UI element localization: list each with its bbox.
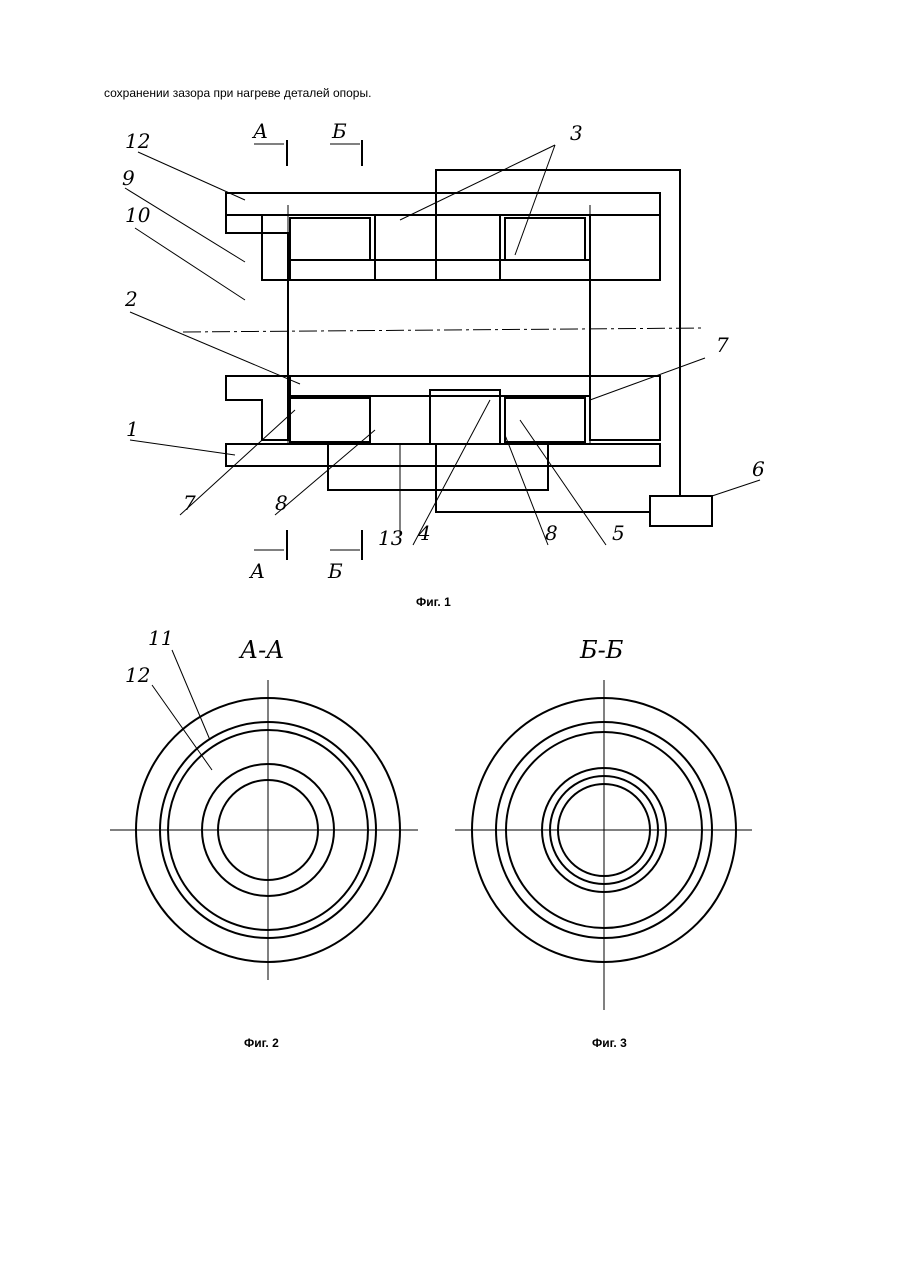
label-12: 12	[125, 129, 150, 153]
label-12-fig2: 12	[125, 663, 150, 687]
label-9: 9	[122, 166, 135, 190]
figure-1-caption: Фиг. 1	[416, 595, 451, 609]
fig1-drawing	[125, 140, 760, 560]
figure-3-caption: Фиг. 3	[592, 1036, 627, 1050]
label-7-left: 7	[183, 491, 196, 515]
section-mark-a-top: А	[251, 119, 268, 143]
figure-2-caption: Фиг. 2	[244, 1036, 279, 1050]
section-title-bb: Б-Б	[579, 636, 624, 664]
label-6: 6	[752, 457, 765, 481]
label-8-right: 8	[545, 521, 558, 545]
section-mark-b-bottom: Б	[327, 559, 343, 583]
label-7-right: 7	[716, 333, 729, 357]
fig2-drawing	[110, 650, 418, 980]
label-11: 11	[148, 626, 173, 650]
label-8-left: 8	[275, 491, 288, 515]
section-mark-a-bottom: А	[248, 559, 265, 583]
fig3-drawing	[455, 680, 752, 1010]
label-5: 5	[612, 521, 625, 545]
label-2: 2	[124, 287, 138, 311]
label-4: 4	[417, 521, 431, 545]
section-mark-b-top: Б	[331, 119, 347, 143]
label-10: 10	[125, 203, 151, 227]
section-title-aa: А-А	[238, 636, 284, 664]
label-13: 13	[378, 526, 403, 550]
label-3: 3	[570, 121, 583, 145]
label-1: 1	[126, 417, 139, 441]
